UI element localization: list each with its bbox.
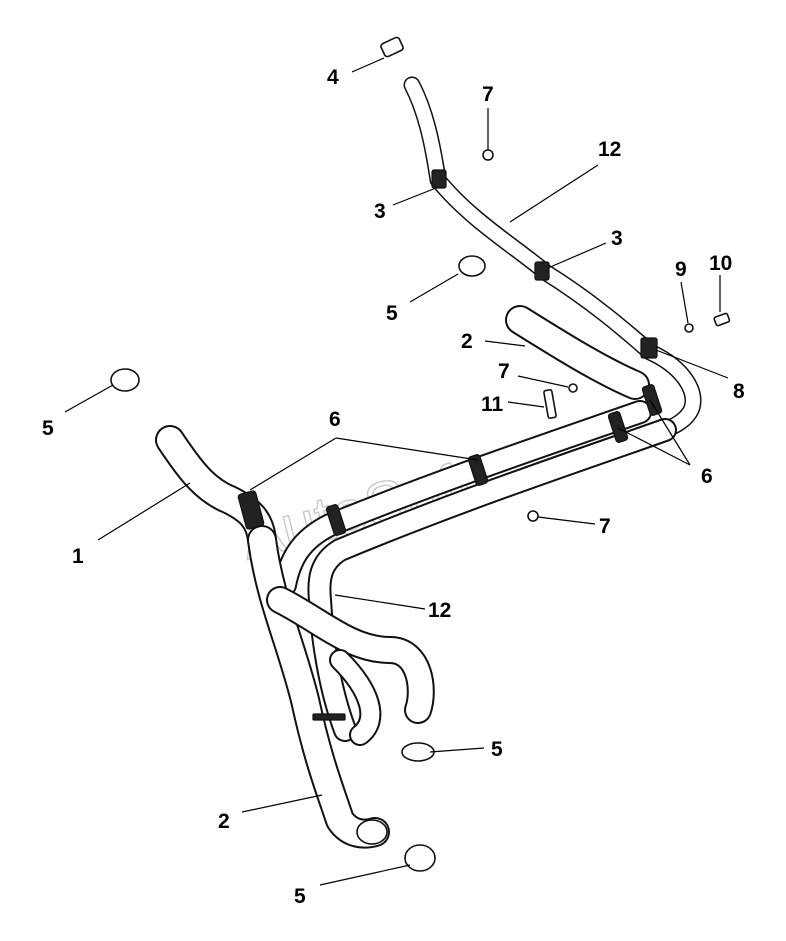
callout-6-top: 6	[329, 408, 341, 431]
bracket-11	[543, 389, 557, 419]
pipe-system	[155, 76, 702, 849]
hose-end-ring	[356, 819, 388, 845]
callout-5-top: 5	[386, 302, 398, 325]
bracket-3-right	[534, 261, 550, 281]
nut-7-mid	[568, 383, 578, 393]
leader-lines	[64, 57, 729, 886]
clamp-5-bottom	[404, 844, 436, 872]
callout-3-right: 3	[611, 227, 623, 250]
callout-5-left: 5	[42, 417, 54, 440]
rail-pipe-lower-fill	[309, 420, 675, 740]
bracket-8	[640, 337, 658, 359]
pipe-band	[312, 713, 346, 721]
callout-3-left: 3	[374, 200, 386, 223]
clamp-6-b	[607, 411, 629, 443]
nut-7-top	[482, 149, 494, 161]
callout-8: 8	[733, 380, 745, 403]
clamp-6-a	[467, 454, 489, 486]
bolt-10	[713, 312, 731, 327]
clamp-5-top	[458, 255, 486, 277]
bracket-3-left	[431, 169, 447, 189]
clamp-5-left	[110, 368, 140, 392]
callout-4: 4	[327, 66, 339, 89]
loop-hose-fill	[331, 651, 380, 744]
callout-10: 10	[709, 252, 732, 275]
washer-9	[684, 323, 694, 333]
clamp-5-low	[401, 742, 435, 762]
fitting-4	[380, 36, 404, 58]
callout-2-mid: 2	[461, 330, 473, 353]
hose-2-upper-fill	[507, 307, 648, 398]
callout-2-low: 2	[218, 810, 230, 833]
branch-hose-fill	[268, 588, 433, 722]
callout-7-low: 7	[599, 515, 611, 538]
callout-6-right: 6	[701, 465, 713, 488]
clamp-6-d	[641, 384, 663, 416]
rail-pipe-upper-fill	[275, 402, 650, 595]
nut-7-low	[527, 510, 539, 522]
junction-bracket	[237, 490, 265, 530]
callout-12-low: 12	[428, 599, 451, 622]
callout-12-top: 12	[598, 138, 621, 161]
clamp-6-c	[325, 504, 347, 536]
callout-5-bottom: 5	[294, 885, 306, 908]
callout-numbers: 4 7 12 3 3 9 10 5 2 7 8 11 5 6 6 1 7 12 …	[42, 66, 745, 908]
parts	[110, 36, 731, 872]
callout-9: 9	[675, 258, 687, 281]
callout-11: 11	[481, 393, 504, 416]
callout-7-mid: 7	[498, 360, 510, 383]
callout-1: 1	[72, 545, 84, 568]
callout-7-top: 7	[482, 83, 494, 106]
callout-5-low: 5	[491, 738, 503, 761]
